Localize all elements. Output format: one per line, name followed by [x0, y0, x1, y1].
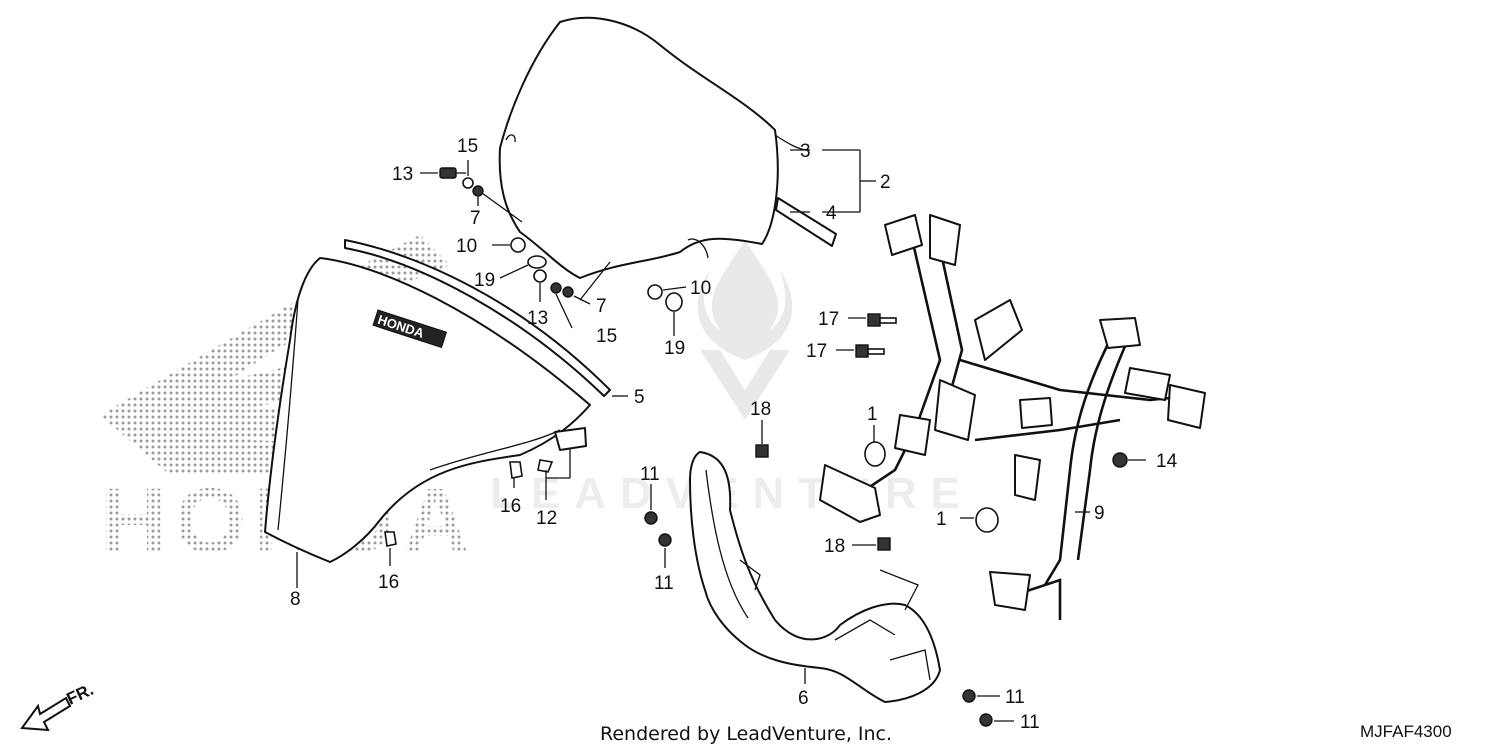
callout-17b: 17 — [806, 341, 827, 362]
callout-11d: 11 — [1020, 712, 1040, 733]
washer-15a — [462, 177, 474, 189]
bolt-17a-head — [867, 313, 881, 327]
callout-11b: 11 — [654, 573, 674, 594]
callout-labels: 13 15 7 10 19 13 15 7 10 19 3 2 4 5 8 16… — [290, 136, 1178, 733]
callout-3: 3 — [800, 141, 811, 162]
callout-2: 2 — [880, 172, 891, 193]
molding-part-5 — [344, 239, 611, 397]
hardware-parts — [439, 167, 1128, 727]
grommet-19b — [665, 292, 683, 312]
frame-stay-part-9 — [819, 214, 1206, 620]
watermark-text: LEADVENTURE — [490, 469, 974, 518]
front-arrow-icon — [20, 696, 72, 732]
callout-7a: 7 — [470, 208, 481, 229]
front-direction-indicator: FR. — [20, 680, 97, 732]
callout-4: 4 — [826, 203, 837, 224]
callout-8: 8 — [290, 589, 301, 610]
rendered-by-credit: Rendered by LeadVenture, Inc. — [600, 723, 892, 745]
grommet-19a — [527, 255, 547, 269]
windscreen-part-3 — [498, 16, 809, 279]
diagram-code: MJFAF4300 — [1360, 722, 1452, 741]
callout-13a: 13 — [392, 164, 413, 185]
clip-11b — [658, 533, 672, 547]
collar-7a — [472, 185, 484, 197]
washer-15b — [550, 282, 562, 294]
callout-6: 6 — [798, 688, 809, 709]
collar-7b — [562, 286, 574, 298]
nut-10b — [647, 284, 663, 300]
callout-10a: 10 — [456, 236, 477, 257]
callout-9: 9 — [1094, 503, 1105, 524]
callout-10b: 10 — [690, 278, 711, 299]
callout-17a: 17 — [818, 309, 839, 330]
nut-14 — [1112, 452, 1128, 468]
clip-11a — [644, 511, 658, 525]
callout-7b: 7 — [596, 296, 607, 317]
callout-5: 5 — [634, 387, 645, 408]
callout-1b: 1 — [936, 509, 947, 530]
rubber-1b — [975, 507, 999, 533]
callout-15b: 15 — [596, 326, 617, 347]
callout-16a: 16 — [500, 496, 521, 517]
trim-strip-part-4 — [775, 197, 837, 247]
clip-11c — [962, 689, 976, 703]
leader-lines — [296, 149, 1146, 722]
callout-18a: 18 — [750, 399, 771, 420]
callout-13b: 13 — [527, 308, 548, 329]
bolt-17b-head — [855, 344, 869, 358]
callout-18b: 18 — [824, 536, 845, 557]
callout-19a: 19 — [474, 270, 495, 291]
callout-14: 14 — [1156, 451, 1178, 472]
callout-16b: 16 — [378, 572, 399, 593]
bolt-13b — [533, 269, 547, 283]
callout-12: 12 — [536, 508, 557, 529]
callout-11c: 11 — [1005, 687, 1025, 708]
front-cowl-part-8: HONDA — [264, 257, 591, 563]
clip-11d — [979, 713, 993, 727]
callout-1a: 1 — [867, 404, 878, 425]
nut-10a — [510, 237, 526, 253]
rubber-1a — [864, 441, 886, 467]
callout-11a: 11 — [640, 464, 660, 485]
leadventure-watermark: LEADVENTURE — [490, 240, 974, 518]
bolt-13a — [439, 167, 457, 179]
bolt-18a — [755, 444, 769, 458]
callout-19b: 19 — [664, 338, 685, 359]
callout-15a: 15 — [457, 136, 478, 157]
inner-cover-part-6 — [689, 451, 941, 703]
bolt-18b — [877, 537, 891, 551]
